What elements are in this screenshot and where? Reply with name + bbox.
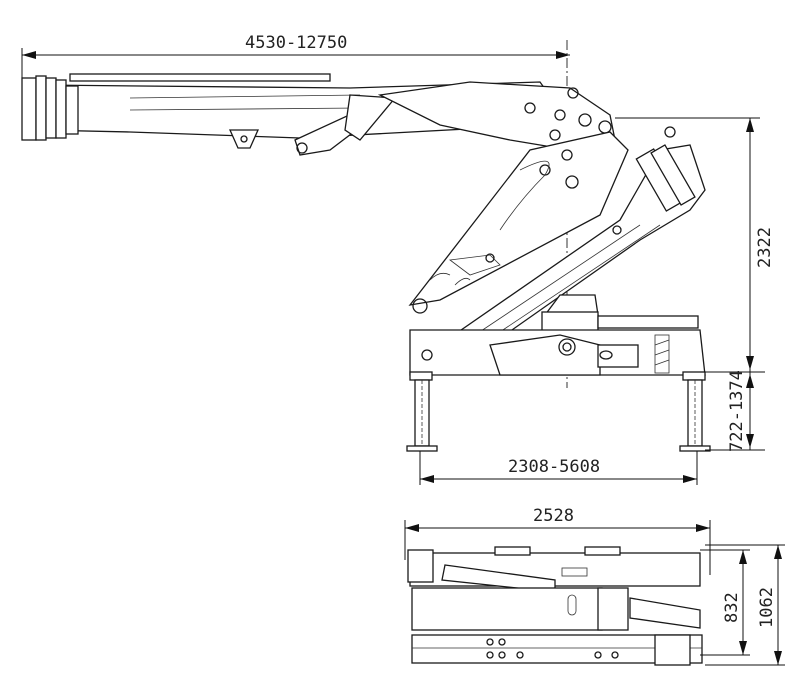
outrigger-span-label: 2308-5608 — [508, 457, 600, 477]
main-boom — [408, 131, 629, 314]
boom-reach-label: 4530-12750 — [245, 33, 347, 53]
boom-reach-dimension: 4530-12750 — [21, 33, 570, 90]
height-dimension: 2322 722-1374 — [615, 117, 775, 452]
outrigger-legs — [406, 371, 711, 452]
crane-base — [409, 294, 706, 376]
height-above-base-label: 2322 — [755, 227, 775, 268]
folded-boom — [423, 126, 706, 371]
stowed-height-inner-label: 832 — [722, 592, 742, 623]
stowed-height-total-label: 1062 — [757, 587, 777, 628]
outrigger-span-dimension: 2308-5608 — [419, 451, 698, 485]
leg-extension-label: 722-1374 — [727, 370, 747, 452]
stowed-length-label: 2528 — [533, 506, 574, 526]
stowed-view: 2528 832 1062 — [404, 506, 785, 666]
